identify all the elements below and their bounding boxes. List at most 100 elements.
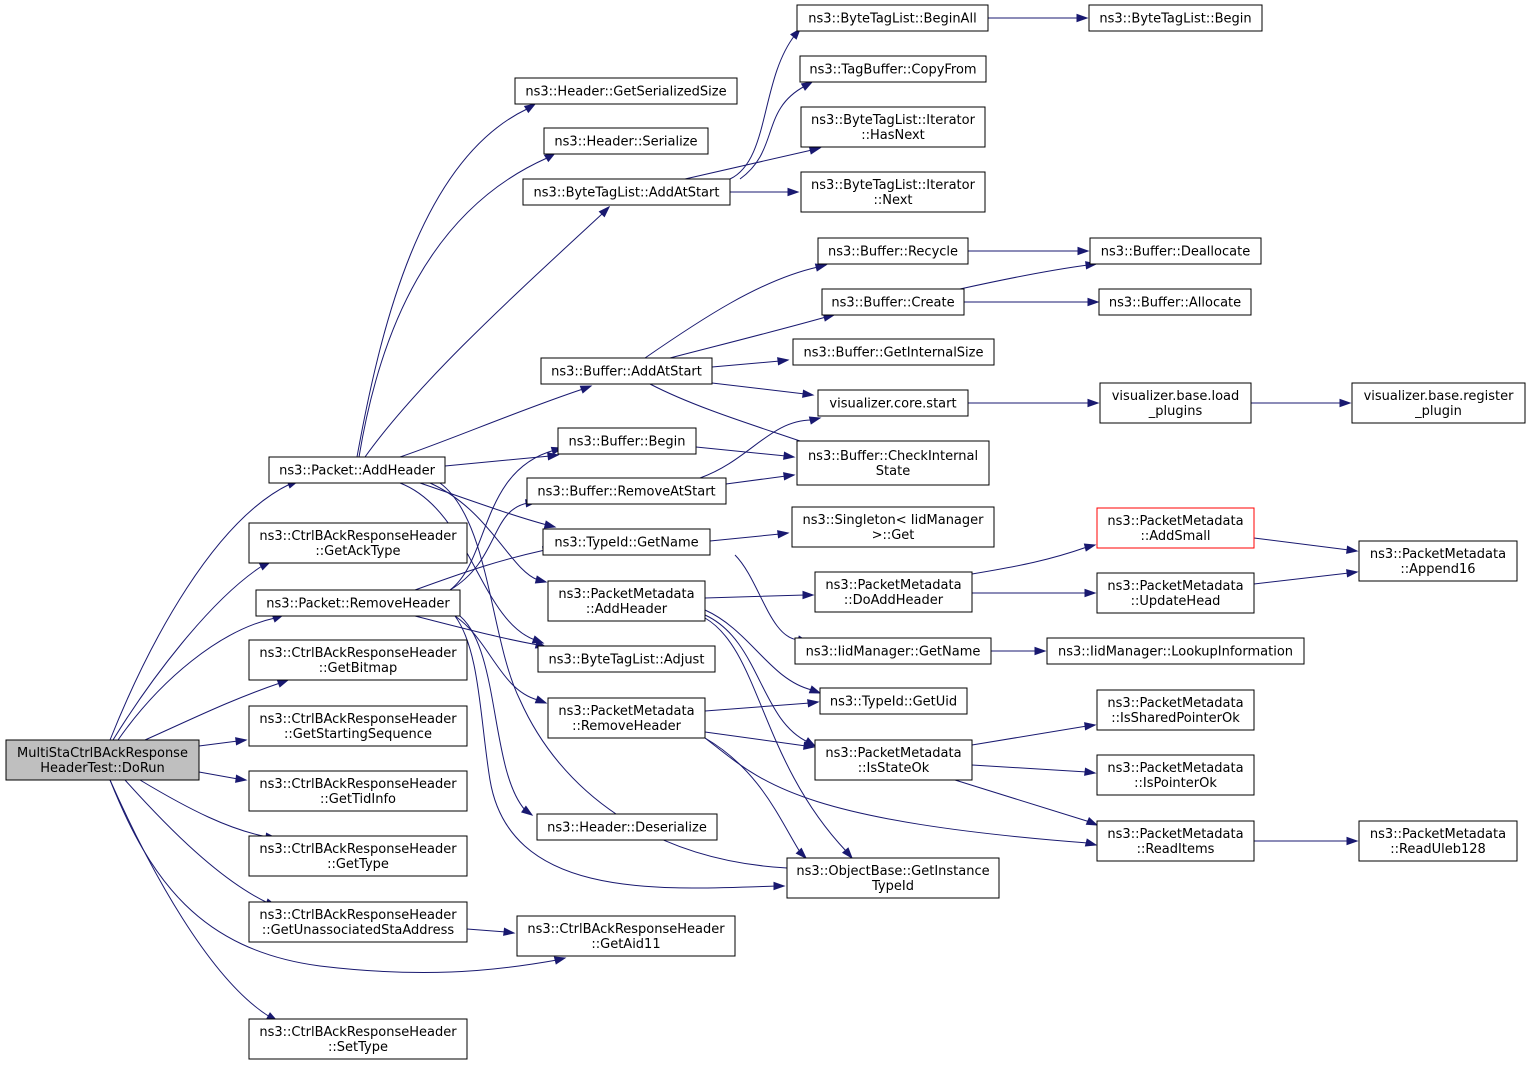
arrow-head-icon [795, 847, 808, 860]
node-iidLookupInfo[interactable]: ns3::IidManager::LookupInformation [1046, 637, 1305, 665]
node-pmIsSharedPtrOk[interactable]: ns3::PacketMetadata::IsSharedPointerOk [1096, 689, 1255, 731]
edge-btlAddAtStart-to-tagBufCopyFrom [739, 81, 814, 180]
node-getTidInfo[interactable]: ns3::CtrlBAckResponseHeader::GetTidInfo [248, 770, 468, 812]
node-btlItNext[interactable]: ns3::ByteTagList::Iterator::Next [800, 171, 986, 213]
node-getAckType[interactable]: ns3::CtrlBAckResponseHeader::GetAckType [248, 522, 468, 564]
edge-line [112, 561, 271, 741]
node-label: ::HasNext [861, 128, 925, 143]
node-label: ns3::CtrlBAckResponseHeader [259, 529, 457, 544]
node-typeIdGetUid[interactable]: ns3::TypeId::GetUid [819, 687, 968, 715]
node-label: ns3::PacketMetadata [1107, 827, 1243, 842]
node-btlAddAtStart[interactable]: ns3::ByteTagList::AddAtStart [522, 178, 731, 206]
node-label: ns3::ByteTagList::BeginAll [808, 12, 976, 27]
node-vizRegisterPlugin[interactable]: visualizer.base.register_plugin [1351, 382, 1526, 424]
node-label: ns3::Header::GetSerializedSize [525, 85, 726, 100]
node-label: ::GetStartingSequence [284, 727, 432, 742]
arrow-head-icon [1084, 722, 1097, 731]
node-hdrGetSize[interactable]: ns3::Header::GetSerializedSize [514, 77, 738, 105]
edge-pmIsStateOk-to-pmIsPointerOk [971, 764, 1097, 776]
node-box [514, 77, 738, 105]
node-doRun[interactable]: MultiStaCtrlBAckResponseHeaderTest::DoRu… [5, 739, 200, 781]
node-removeHeader[interactable]: ns3::Packet::RemoveHeader [255, 589, 461, 617]
arrow-head-icon [1084, 588, 1097, 598]
node-pmUpdateHead[interactable]: ns3::PacketMetadata::UpdateHead [1096, 572, 1255, 614]
edge-bufAddAtStart-to-bufGetInternalSize [711, 357, 790, 368]
node-vizLoadPlugins[interactable]: visualizer.base.load_plugins [1099, 382, 1252, 424]
node-btlAdjust[interactable]: ns3::ByteTagList::Adjust [537, 645, 716, 673]
node-bufBegin[interactable]: ns3::Buffer::Begin [557, 427, 697, 455]
node-pmReadUleb128[interactable]: ns3::PacketMetadata::ReadUleb128 [1358, 820, 1518, 862]
node-btlBeginAll[interactable]: ns3::ByteTagList::BeginAll [796, 4, 989, 32]
node-label: ns3::Buffer::RemoveAtStart [537, 485, 715, 500]
edge-typeIdGetName-to-iidGetName [734, 554, 810, 644]
node-box [537, 645, 716, 673]
arrow-head-icon [1077, 246, 1090, 256]
edge-line [954, 779, 1098, 826]
node-btlItHasNext[interactable]: ns3::ByteTagList::Iterator::HasNext [800, 106, 986, 148]
node-singletonGet[interactable]: ns3::Singleton< IidManager >::Get [791, 506, 995, 548]
node-pmAppend16[interactable]: ns3::PacketMetadata::Append16 [1358, 540, 1518, 582]
node-label: ::GetAid11 [591, 937, 660, 952]
node-box [526, 477, 727, 505]
node-label: ns3::PacketMetadata [1107, 579, 1243, 594]
node-box [1089, 237, 1262, 265]
node-label: ns3::TypeId::GetName [554, 536, 698, 551]
node-bufRecycle[interactable]: ns3::Buffer::Recycle [817, 237, 969, 265]
edge-btlAddAtStart-to-btlBeginAll [729, 27, 801, 180]
node-pmIsStateOk[interactable]: ns3::PacketMetadata::IsStateOk [814, 739, 973, 781]
node-hdrSerialize[interactable]: ns3::Header::Serialize [543, 127, 709, 155]
node-tagBufCopyFrom[interactable]: ns3::TagBuffer::CopyFrom [799, 55, 987, 83]
node-pmIsPointerOk[interactable]: ns3::PacketMetadata::IsPointerOk [1096, 754, 1255, 796]
arrow-head-icon [1083, 543, 1097, 552]
node-bufCreate[interactable]: ns3::Buffer::Create [821, 288, 965, 316]
edge-pmRemoveHeader-to-objGetInstTypeId [704, 737, 808, 860]
node-typeIdGetName[interactable]: ns3::TypeId::GetName [542, 528, 711, 556]
node-hdrDeserialize[interactable]: ns3::Header::Deserialize [536, 813, 718, 841]
node-getType[interactable]: ns3::CtrlBAckResponseHeader::GetType [248, 835, 468, 877]
node-getStartSeq[interactable]: ns3::CtrlBAckResponseHeader::GetStarting… [248, 705, 468, 747]
node-label: ns3::Buffer::Recycle [828, 245, 958, 260]
node-addHeader[interactable]: ns3::Packet::AddHeader [268, 456, 446, 484]
arrow-head-icon [1346, 569, 1359, 578]
node-label: ns3::Packet::RemoveHeader [266, 597, 450, 612]
node-box [248, 639, 468, 681]
edge-vizCoreStart-to-vizLoadPlugins [968, 398, 1100, 408]
node-label: _plugins [1148, 404, 1203, 419]
node-getBitmap[interactable]: ns3::CtrlBAckResponseHeader::GetBitmap [248, 639, 468, 681]
node-label: ::Append16 [1400, 562, 1475, 577]
node-pmRemoveHeader[interactable]: ns3::PacketMetadata::RemoveHeader [547, 697, 706, 739]
node-bufDeallocate[interactable]: ns3::Buffer::Deallocate [1089, 237, 1262, 265]
node-pmReadItems[interactable]: ns3::PacketMetadata::ReadItems [1096, 820, 1255, 862]
edge-line [704, 737, 807, 859]
node-box [540, 357, 713, 385]
node-pmDoAddHeader[interactable]: ns3::PacketMetadata::DoAddHeader [814, 571, 973, 613]
node-label: ::ReadUleb128 [1390, 842, 1486, 857]
node-setType[interactable]: ns3::CtrlBAckResponseHeader::SetType [248, 1018, 468, 1060]
node-pmAddSmall[interactable]: ns3::PacketMetadata::AddSmall [1096, 507, 1255, 549]
edge-addHeader-to-hdrGetSize [356, 103, 537, 458]
node-vizCoreStart[interactable]: visualizer.core.start [817, 389, 969, 417]
node-getUnassoc[interactable]: ns3::CtrlBAckResponseHeader::GetUnassoci… [248, 901, 468, 943]
node-iidGetName[interactable]: ns3::IidManager::GetName [794, 637, 992, 665]
node-box [248, 522, 468, 564]
node-bufRemoveAtStart[interactable]: ns3::Buffer::RemoveAtStart [526, 477, 727, 505]
node-label: visualizer.base.register [1364, 389, 1515, 404]
node-label: ns3::PacketMetadata [825, 746, 961, 761]
node-btlBegin[interactable]: ns3::ByteTagList::Begin [1088, 4, 1263, 32]
arrow-head-icon [783, 451, 796, 460]
node-label: ns3::TagBuffer::CopyFrom [809, 63, 976, 78]
node-box [821, 288, 965, 316]
node-pmAddHeader[interactable]: ns3::PacketMetadata::AddHeader [547, 580, 706, 622]
node-bufAddAtStart[interactable]: ns3::Buffer::AddAtStart [540, 357, 713, 385]
arrow-head-icon [787, 187, 800, 197]
node-bufAllocate[interactable]: ns3::Buffer::Allocate [1098, 288, 1252, 316]
edge-line [711, 359, 789, 368]
edge-line [449, 447, 563, 591]
node-label: ns3::Singleton< IidManager [802, 513, 984, 528]
node-bufGetInternalSize[interactable]: ns3::Buffer::GetInternalSize [792, 338, 995, 366]
edge-btlBeginAll-to-btlBegin [988, 13, 1089, 23]
node-getAid11[interactable]: ns3::CtrlBAckResponseHeader::GetAid11 [516, 915, 736, 957]
edge-line [414, 548, 554, 591]
